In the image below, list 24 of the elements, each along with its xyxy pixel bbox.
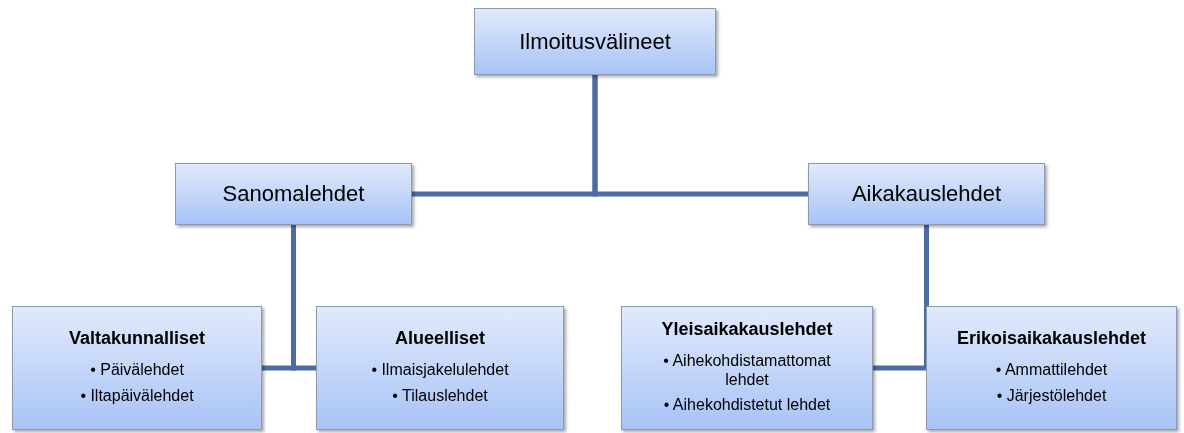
category-box xyxy=(316,306,564,430)
category-box xyxy=(175,163,412,225)
category-box xyxy=(12,306,262,430)
node-heading: Erikoisaikakauslehdet xyxy=(956,328,1147,350)
connector-line xyxy=(592,75,808,197)
bullet-item: • Päivälehdet xyxy=(90,360,184,380)
node-heading: Valtakunnalliset xyxy=(68,328,206,350)
node-heading: Alueelliset xyxy=(394,328,485,350)
connector-line xyxy=(291,225,316,371)
node-heading: Yleisaikakauslehdet xyxy=(661,318,833,340)
bullet-item: • Iltapäivälehdet xyxy=(80,385,194,405)
bullet-item: • Tilauslehdet xyxy=(392,385,488,405)
category-box xyxy=(474,8,716,75)
node-label: Sanomalehdet xyxy=(222,181,365,207)
category-box xyxy=(926,306,1177,430)
category-box xyxy=(808,163,1045,225)
node-label: Ilmoitusvälineet xyxy=(519,28,671,55)
bullet-item: • Aihekohdistetut lehdet xyxy=(663,395,831,415)
bullet-item: • Järjestölehdet xyxy=(996,385,1107,405)
bullet-item: • Ilmaisjakelulehdet xyxy=(371,360,509,380)
bullet-item: • Aihekohdistamattomat lehdet xyxy=(662,350,832,390)
bullet-item: • Ammattilehdet xyxy=(995,360,1108,380)
node-label: Aikakauslehdet xyxy=(851,181,1002,207)
category-box xyxy=(621,306,873,430)
